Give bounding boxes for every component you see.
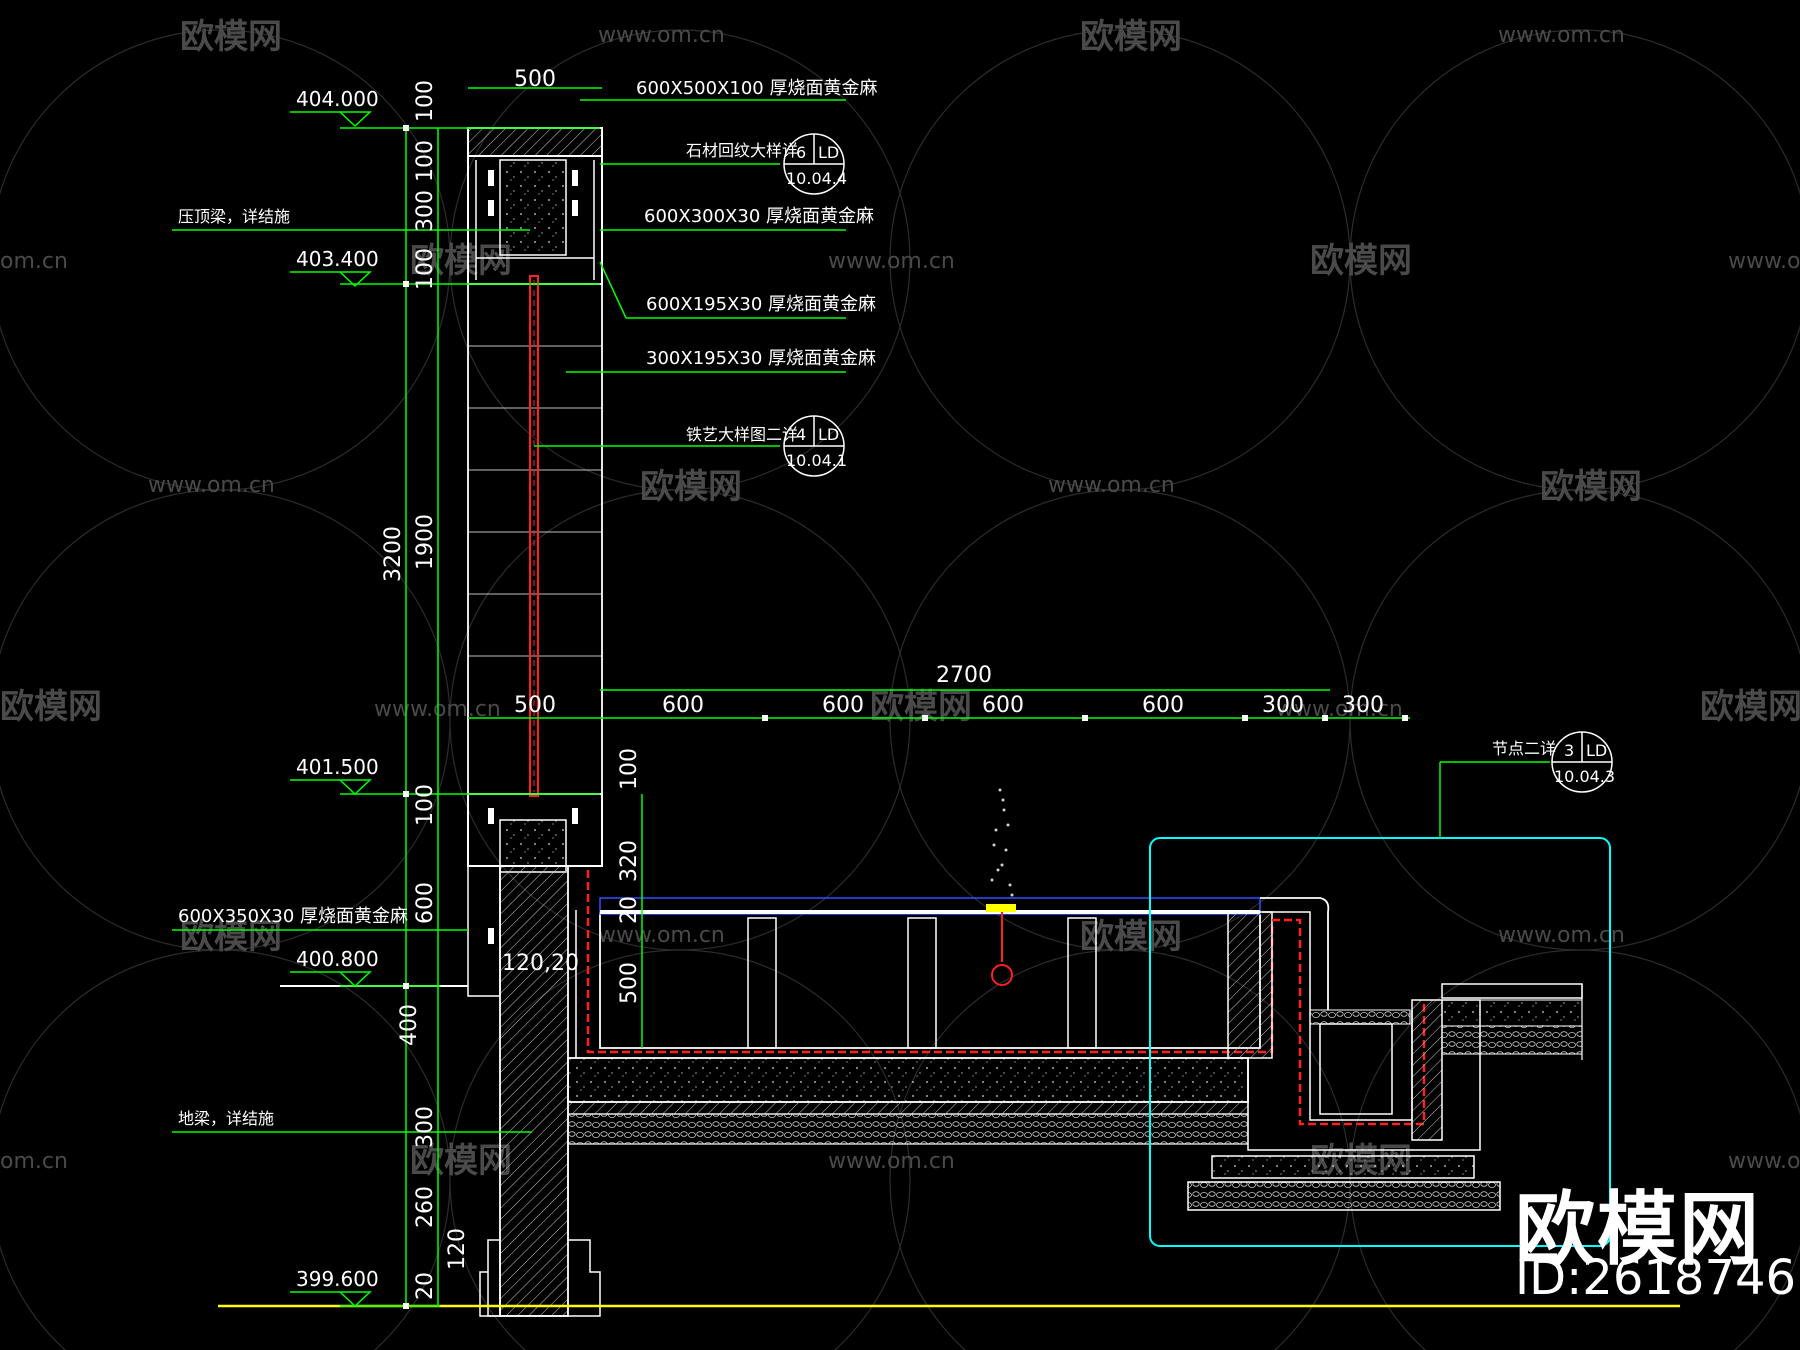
watermark-logo: 欧模网 — [1310, 241, 1412, 281]
label-node-detail: 节点二详 — [1492, 739, 1556, 758]
watermark-logo: 欧模网 — [410, 1141, 512, 1181]
callout-3-num: 3 — [1564, 741, 1574, 760]
watermark-logo: 欧模网 — [870, 687, 972, 727]
watermark-url: www.om.cn — [598, 923, 725, 948]
watermark-url: www.om.cn — [828, 1149, 955, 1174]
brand-id: ID:2618746 — [1515, 1250, 1797, 1306]
callout-1-sheet: 10.04.4 — [786, 169, 847, 188]
dim-v-400: 400 — [397, 1004, 422, 1046]
dim-v-100b: 100 — [413, 140, 438, 182]
elevation-404: 404.000 — [296, 87, 379, 111]
brand-logo-text: 欧模网 — [1515, 1183, 1761, 1276]
dim-span-1: 600 — [662, 693, 704, 718]
dim-r-100: 100 — [617, 748, 642, 790]
callout-1-ref: LD — [818, 143, 839, 162]
label-stone-195: 600X195X30 厚烧面黄金麻 — [646, 294, 876, 315]
watermark-logo: 欧模网 — [1540, 467, 1642, 507]
watermark-url: www.om.cn — [1728, 249, 1800, 274]
dim-v-600: 600 — [413, 882, 438, 924]
dim-r-500: 500 — [617, 962, 642, 1004]
dim-r-20: 20 — [617, 896, 642, 924]
watermark-logo: 欧模网 — [1080, 17, 1182, 57]
watermark-logo: 欧模网 — [180, 17, 282, 57]
wall-column — [467, 127, 603, 1317]
callout-3-sheet: 10.04.3 — [1554, 767, 1615, 786]
dim-span-2: 600 — [822, 693, 864, 718]
callout-3-ref: LD — [1586, 741, 1607, 760]
watermark-logo: 欧模网 — [1700, 687, 1800, 727]
elevation-400: 400.800 — [296, 947, 379, 971]
footing-wall — [499, 865, 569, 1317]
dim-span-4: 600 — [1142, 693, 1184, 718]
piers — [747, 917, 1097, 1049]
watermark-url: om.cn — [0, 1149, 68, 1174]
watermark-url: www.om.cn — [1498, 923, 1625, 948]
dim-r-320: 320 — [617, 840, 642, 882]
callout-2-num: 4 — [796, 425, 806, 444]
dim-v-100d: 100 — [413, 784, 438, 826]
pool-basin — [567, 788, 1274, 1145]
node-area — [1149, 761, 1611, 1247]
label-stone-195b: 300X195X30 厚烧面黄金麻 — [646, 348, 876, 369]
base-cladding — [467, 865, 501, 997]
label-stone-detail: 石材回纹大样详 — [686, 141, 798, 160]
dim-v-1900: 1900 — [413, 514, 438, 570]
dim-v-3200: 3200 — [381, 526, 406, 582]
callout-2-ref: LD — [818, 425, 839, 444]
watermark-circles — [0, 29, 1800, 1350]
slab — [567, 1057, 1249, 1103]
label-iron-detail: 铁艺大样图二详 — [686, 425, 798, 444]
cap-stone — [467, 127, 603, 157]
elevation-403: 403.400 — [296, 247, 379, 271]
callout-2-sheet: 10.04.1 — [786, 451, 847, 470]
dim-v-120: 120 — [445, 1228, 470, 1270]
watermark-logo: 欧模网 — [1080, 917, 1182, 957]
elevation-399: 399.600 — [296, 1267, 379, 1291]
watermark-url: www.om.cn — [148, 473, 275, 498]
label-ground-beam: 地梁，详结施 — [178, 1109, 274, 1128]
dim-span-6: 300 — [1342, 693, 1384, 718]
labels: 404.000 403.400 401.500 400.800 399.600 … — [178, 67, 1615, 1291]
dim-v-300b: 300 — [413, 1106, 438, 1148]
elevation-marks — [290, 111, 372, 1308]
watermark-url: www.om.cn — [828, 249, 955, 274]
dim-v-100c: 100 — [413, 248, 438, 290]
vertical-dims: 100 100 300 100 1900 3200 100 600 400 30… — [381, 80, 642, 1300]
dim-v-260: 260 — [413, 1186, 438, 1228]
watermark-url: www.om.cn — [598, 23, 725, 48]
label-base-stone: 600X350X30 厚烧面黄金麻 — [178, 906, 408, 927]
watermark-logo: 欧模网 — [0, 687, 102, 727]
watermark-url: www.om.cn — [1048, 473, 1175, 498]
watermark-url: om.cn — [0, 249, 68, 274]
dim-top-500: 500 — [514, 67, 556, 92]
iron-bar — [529, 275, 539, 797]
watermark-logo: 欧模网 — [410, 241, 512, 281]
fountain-nozzle — [986, 904, 1016, 986]
watermark-logo: 欧模网 — [180, 917, 282, 957]
water-spray — [990, 788, 1014, 897]
dim-span-3: 600 — [982, 693, 1024, 718]
cap-beam — [499, 159, 567, 256]
callout-1-num: 6 — [796, 143, 806, 162]
dim-v-300: 300 — [413, 190, 438, 232]
dim-500: 500 — [514, 693, 556, 718]
dim-v-20: 20 — [413, 1272, 438, 1300]
dimension-lines — [172, 87, 1410, 1307]
dim-v-100a: 100 — [413, 80, 438, 122]
label-cap-beam: 压顶梁，详结施 — [178, 207, 290, 226]
elevation-401: 401.500 — [296, 755, 379, 779]
watermark-url: www.om.cn — [1728, 1149, 1800, 1174]
callout-symbols — [783, 133, 1613, 793]
watermark-logo: 欧模网 — [640, 467, 742, 507]
dim-120-20: 120,20 — [502, 951, 579, 976]
gravel-bed — [567, 1113, 1249, 1145]
dimension-ticks — [403, 125, 1408, 1309]
dim-span-5: 300 — [1262, 693, 1304, 718]
dim-2700: 2700 — [936, 663, 992, 688]
label-mid-stone: 600X300X30 厚烧面黄金麻 — [644, 206, 874, 227]
watermark-url: www.om.cn — [1498, 23, 1625, 48]
label-top-stone: 600X500X100 厚烧面黄金麻 — [636, 78, 877, 99]
node-frame — [1149, 837, 1611, 1247]
